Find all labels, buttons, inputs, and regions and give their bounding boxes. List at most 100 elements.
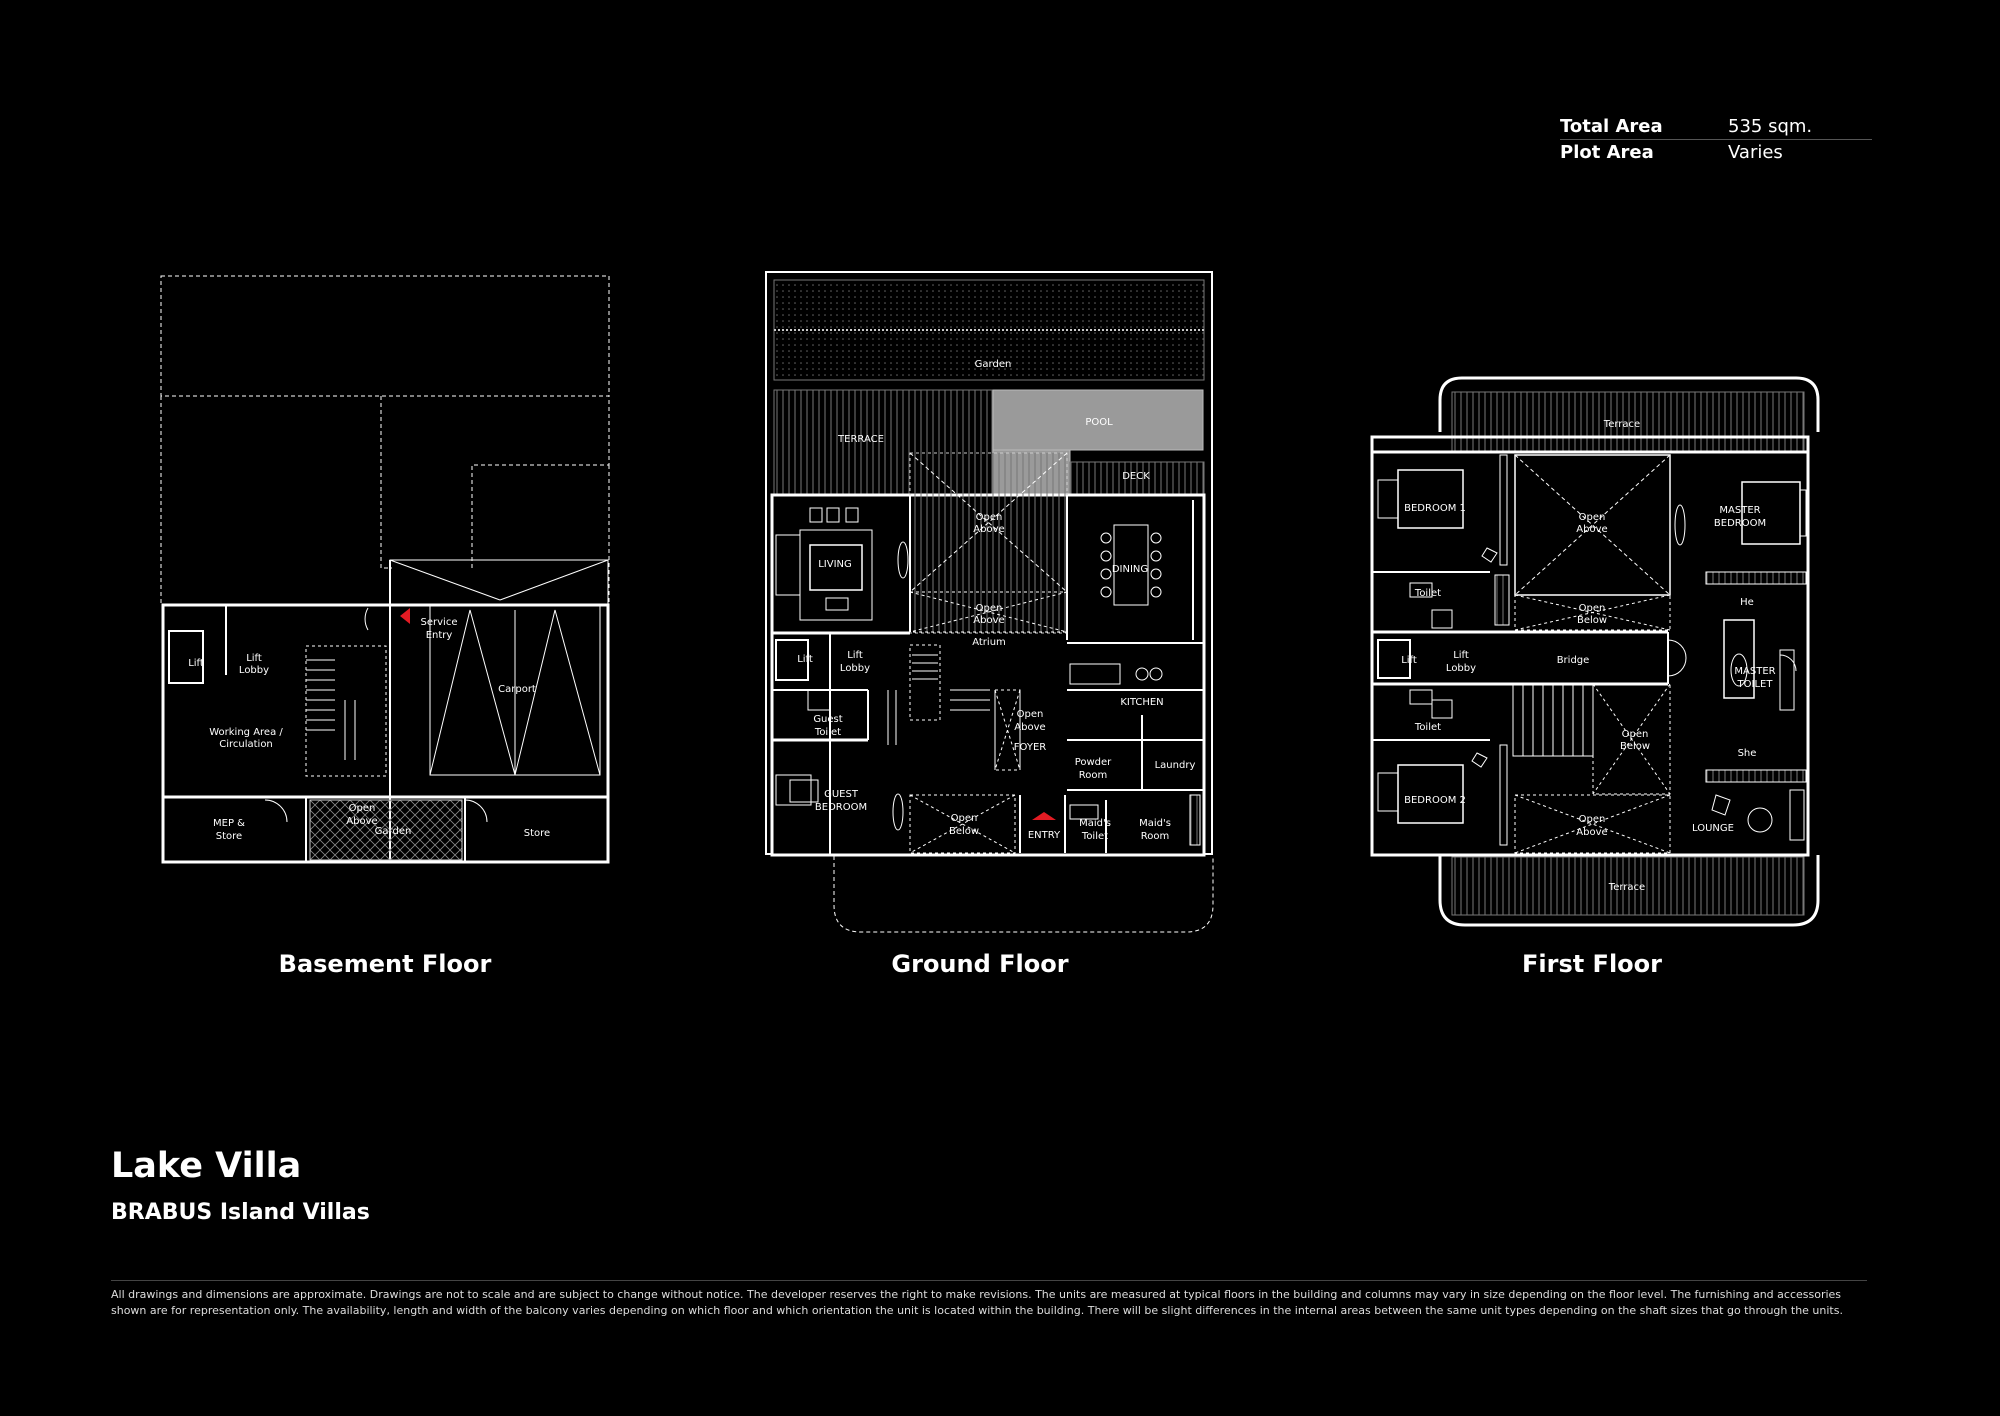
first-plan bbox=[1370, 376, 1820, 927]
ground-open-above-3a: Open bbox=[1017, 709, 1044, 720]
basement-mep-label-2: Store bbox=[216, 831, 242, 842]
ground-floor-label: Ground Floor bbox=[891, 950, 1069, 978]
ground-living-label: LIVING bbox=[818, 559, 852, 570]
basement-lift-label: Lift bbox=[188, 658, 204, 669]
disclaimer-text: All drawings and dimensions are approxim… bbox=[111, 1288, 1843, 1317]
plot-area-value: Varies bbox=[1728, 142, 1783, 163]
basement-store-label: Store bbox=[524, 828, 550, 839]
basement-service-label-2: Entry bbox=[426, 630, 453, 641]
ground-laundry-label: Laundry bbox=[1155, 760, 1196, 771]
basement-floor-label: Basement Floor bbox=[278, 950, 492, 978]
basement-open-label-1: Open bbox=[349, 803, 376, 814]
first-bedroom2-label: BEDROOM 2 bbox=[1404, 795, 1466, 806]
ground-garden-label: Garden bbox=[975, 359, 1012, 370]
ground-maids-toilet-2: Toilet bbox=[1081, 831, 1108, 842]
total-area-label: Total Area bbox=[1560, 116, 1663, 137]
first-open-above2-a: Open bbox=[1579, 814, 1606, 825]
ground-garden-area bbox=[773, 279, 1205, 381]
basement-garden-label: Garden bbox=[375, 826, 412, 837]
service-entry-marker bbox=[400, 608, 410, 624]
ground-terrace-label: TERRACE bbox=[837, 434, 884, 445]
ground-lift-lobby-1: Lift bbox=[847, 650, 863, 661]
plot-area-label: Plot Area bbox=[1560, 142, 1654, 163]
ground-open-above-2a: Open bbox=[976, 603, 1003, 614]
ground-dining-label: DINING bbox=[1112, 564, 1148, 575]
first-bridge-label: Bridge bbox=[1557, 655, 1590, 666]
first-open-below1-a: Open bbox=[1579, 603, 1606, 614]
basement-service-label-1: Service bbox=[421, 617, 458, 628]
page-subtitle: BRABUS Island Villas bbox=[111, 1200, 370, 1225]
basement-carport-label: Carport bbox=[498, 684, 536, 695]
basement-working-label-2: Circulation bbox=[219, 739, 273, 750]
first-terrace-top-label: Terrace bbox=[1603, 419, 1640, 430]
ground-maids-room-1: Maid's bbox=[1139, 818, 1171, 829]
first-lift-lobby-1: Lift bbox=[1453, 650, 1469, 661]
basement-open-label-2: Above bbox=[346, 816, 377, 827]
first-lounge-label: LOUNGE bbox=[1692, 823, 1734, 834]
plot-area-row: Plot Area Varies bbox=[1560, 140, 1872, 165]
first-master-toilet-1: MASTER bbox=[1734, 666, 1775, 677]
ground-open-above-1a: Open bbox=[976, 512, 1003, 523]
first-floor-label: First Floor bbox=[1521, 950, 1662, 978]
basement-lift-lobby-label-1: Lift bbox=[246, 653, 262, 664]
ground-open-above-1b: Above bbox=[973, 524, 1004, 535]
first-she-label: She bbox=[1738, 748, 1757, 759]
total-area-value: 535 sqm. bbox=[1728, 116, 1813, 137]
basement-plan bbox=[160, 275, 610, 864]
ground-canopy bbox=[833, 856, 1214, 933]
first-outline bbox=[1370, 435, 1810, 857]
basement-outline bbox=[161, 603, 610, 864]
first-toilet2-label: Toilet bbox=[1414, 722, 1441, 733]
ground-pool-label: POOL bbox=[1085, 417, 1113, 428]
first-open-above-b: Above bbox=[1576, 524, 1607, 535]
ground-open-below-b: Below bbox=[949, 826, 979, 837]
first-terrace-bottom-label: Terrace bbox=[1608, 882, 1645, 893]
ground-pool bbox=[992, 389, 1204, 451]
ground-entry-marker bbox=[1032, 812, 1056, 820]
first-lift-label: Lift bbox=[1401, 655, 1417, 666]
ground-open-above-3b: Above bbox=[1014, 722, 1045, 733]
first-open-above-a: Open bbox=[1579, 512, 1606, 523]
first-master-2: BEDROOM bbox=[1714, 518, 1766, 529]
area-summary: Total Area 535 sqm. Plot Area Varies bbox=[1560, 114, 1872, 165]
first-he-label: He bbox=[1740, 597, 1754, 608]
ground-maids-toilet-1: Maid's bbox=[1079, 818, 1111, 829]
first-terrace-bottom bbox=[1451, 856, 1805, 916]
first-open-above2-b: Above bbox=[1576, 827, 1607, 838]
basement-lift-lobby-label-2: Lobby bbox=[239, 665, 269, 676]
basement-mep-label-1: MEP & bbox=[213, 818, 245, 829]
ground-foyer-label: FOYER bbox=[1014, 742, 1047, 753]
ground-guest-toilet-2: Toilet bbox=[814, 727, 841, 738]
ground-guest-bed-1: GUEST bbox=[824, 789, 859, 800]
basement-site-outline bbox=[160, 275, 610, 605]
first-labels: Terrace BEDROOM 1 Open Above MASTER BEDR… bbox=[1401, 419, 1775, 893]
ground-labels: Garden TERRACE POOL DECK Open Above LIVI… bbox=[797, 359, 1195, 842]
ground-guest-toilet-1: Guest bbox=[813, 714, 842, 725]
total-area-row: Total Area 535 sqm. bbox=[1560, 114, 1872, 140]
first-open-below2-b: Below bbox=[1620, 741, 1650, 752]
ground-entry-label: ENTRY bbox=[1028, 830, 1061, 841]
first-master-toilet-2: TOILET bbox=[1737, 679, 1774, 690]
ground-powder-2: Room bbox=[1079, 770, 1107, 781]
ground-powder-1: Powder bbox=[1075, 757, 1112, 768]
ground-lift-label: Lift bbox=[797, 654, 813, 665]
ground-kitchen-label: KITCHEN bbox=[1120, 697, 1163, 708]
first-terrace-top bbox=[1451, 391, 1805, 453]
first-open-below1-b: Below bbox=[1577, 615, 1607, 626]
first-open-below2-a: Open bbox=[1622, 729, 1649, 740]
first-lift-lobby-2: Lobby bbox=[1446, 663, 1476, 674]
ground-atrium-label: Atrium bbox=[972, 637, 1006, 648]
first-bedroom1-label: BEDROOM 1 bbox=[1404, 503, 1466, 514]
ground-deck-label: DECK bbox=[1122, 471, 1150, 482]
ground-guest-bed-2: BEDROOM bbox=[815, 802, 867, 813]
first-toilet1-label: Toilet bbox=[1414, 588, 1441, 599]
ground-open-above-2b: Above bbox=[973, 615, 1004, 626]
disclaimer-divider bbox=[111, 1280, 1867, 1281]
basement-lift bbox=[168, 630, 204, 684]
ground-deck bbox=[1069, 461, 1205, 497]
ground-open-below-a: Open bbox=[951, 813, 978, 824]
page-title: Lake Villa bbox=[111, 1146, 302, 1186]
first-master-1: MASTER bbox=[1719, 505, 1760, 516]
ground-maids-room-2: Room bbox=[1141, 831, 1169, 842]
